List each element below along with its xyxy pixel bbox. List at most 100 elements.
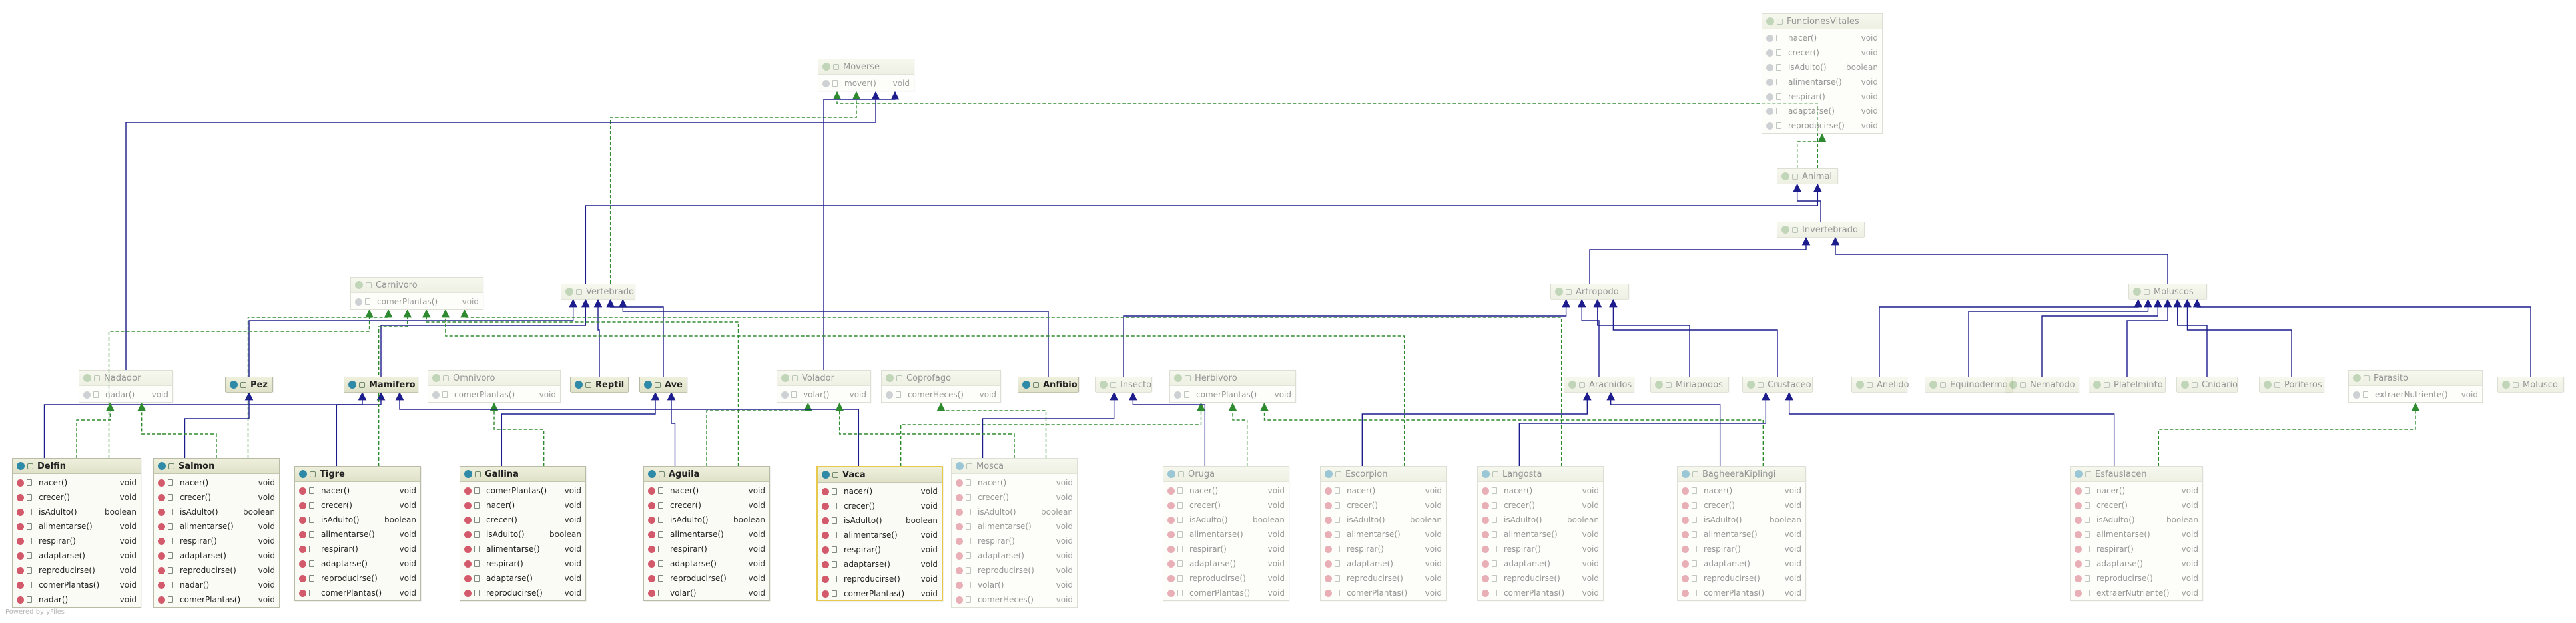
method-row[interactable]: comerPlantas()void	[154, 592, 279, 607]
method-row[interactable]: nacer()void	[1478, 483, 1603, 498]
relation-extends-equinodermo-to-moluscos[interactable]	[1968, 298, 2152, 377]
relation-implements-mosca-to-coprofago[interactable]	[936, 402, 1047, 458]
method-row[interactable]: isAdulto()boolean	[1478, 513, 1603, 527]
method-row[interactable]: adaptarse()void	[1478, 556, 1603, 571]
method-row[interactable]: alimentarse()void	[818, 528, 942, 542]
relation-extends-artropodo-to-invertebrado[interactable]	[1589, 236, 1811, 284]
relation-implements-oruga-to-herbivoro[interactable]	[1228, 402, 1248, 466]
method-row[interactable]: crecer()void	[13, 490, 141, 505]
relation-implements-gallina-to-omnivoro[interactable]	[489, 402, 545, 466]
method-row[interactable]: nacer()void	[644, 483, 769, 498]
method-row[interactable]: reproducirse()void	[1321, 571, 1446, 586]
class-node-anfibio[interactable]: Anfibio	[1018, 377, 1079, 393]
method-row[interactable]: reproducirse()void	[460, 586, 585, 600]
relation-extends-salmon-to-pez[interactable]	[184, 391, 254, 458]
method-row[interactable]: respirar()void	[154, 534, 279, 548]
class-node-mamifero[interactable]: Mamifero	[344, 377, 418, 393]
relation-extends-mamifero-to-vertebrado[interactable]	[380, 298, 590, 377]
method-row[interactable]: alimentarse()void	[644, 527, 769, 542]
relation-implements-langosta-to-carnivoro[interactable]	[460, 309, 1562, 466]
relation-implements-tigre-to-carnivoro[interactable]	[378, 309, 412, 466]
relation-extends-oruga-to-insecto[interactable]	[1129, 391, 1206, 466]
method-row[interactable]: alimentarse()void	[1678, 527, 1805, 542]
method-row[interactable]: comerHeces()void	[952, 592, 1077, 607]
method-row[interactable]: nacer()void	[1321, 483, 1446, 498]
method-row[interactable]: nacer()void	[818, 484, 942, 499]
method-row[interactable]: nadar()void	[154, 578, 279, 592]
relation-implements-mosca-to-volador[interactable]	[835, 402, 1015, 458]
relation-implements-animal-to-moverse[interactable]	[832, 91, 1819, 168]
relation-extends-insecto-to-artropodo[interactable]	[1123, 298, 1570, 377]
method-row[interactable]: crecer()void	[2071, 498, 2202, 513]
interface-node-aracnidos[interactable]: Aracnidos	[1564, 377, 1634, 393]
method-row[interactable]: isAdulto()boolean	[952, 505, 1077, 519]
relation-implements-delfin-to-nadador[interactable]	[76, 402, 115, 458]
method-row[interactable]: comerPlantas()void	[460, 483, 585, 498]
method-row[interactable]: extraerNutriente()void	[2071, 586, 2202, 600]
relation-extends-reptil-to-vertebrado[interactable]	[593, 298, 603, 377]
relation-extends-crustaceo-to-artropodo[interactable]	[1609, 298, 1778, 377]
relation-extends-poriferos-to-moluscos[interactable]	[2183, 298, 2292, 377]
method-row[interactable]: respirar()void	[2071, 542, 2202, 556]
method-row[interactable]: comerPlantas()void	[1170, 387, 1295, 402]
method-row[interactable]: nacer()void	[1762, 31, 1882, 45]
method-row[interactable]: respirar()void	[13, 534, 141, 548]
method-row[interactable]: crecer()void	[460, 513, 585, 527]
method-row[interactable]: mover()void	[818, 76, 914, 91]
method-row[interactable]: adaptarse()void	[1678, 556, 1805, 571]
method-row[interactable]: nadar()void	[79, 387, 172, 402]
method-row[interactable]: alimentarse()void	[2071, 527, 2202, 542]
method-row[interactable]: respirar()void	[1478, 542, 1603, 556]
method-row[interactable]: adaptarse()void	[818, 557, 942, 572]
method-row[interactable]: adaptarse()void	[644, 556, 769, 571]
method-row[interactable]: comerPlantas()void	[1163, 586, 1289, 600]
method-row[interactable]: crecer()void	[295, 498, 420, 513]
method-row[interactable]: alimentarse()void	[952, 519, 1077, 534]
relation-extends-moluscos-to-invertebrado[interactable]	[1831, 236, 2168, 284]
interface-node-vertebrado[interactable]: Vertebrado	[561, 284, 635, 300]
method-row[interactable]: respirar()void	[1321, 542, 1446, 556]
method-row[interactable]: crecer()void	[1678, 498, 1805, 513]
method-row[interactable]: respirar()void	[1762, 89, 1882, 104]
relation-extends-tigre-to-mamifero[interactable]	[336, 391, 386, 466]
method-row[interactable]: reproducirse()void	[818, 572, 942, 586]
relation-implements-salmon-to-nadador[interactable]	[137, 402, 217, 458]
method-row[interactable]: reproducirse()void	[13, 563, 141, 578]
method-row[interactable]: reproducirse()void	[644, 571, 769, 586]
method-row[interactable]: isAdulto()boolean	[644, 513, 769, 527]
method-row[interactable]: crecer()void	[1478, 498, 1603, 513]
interface-node-artropodo[interactable]: Artropodo	[1550, 284, 1629, 300]
method-row[interactable]: adaptarse()void	[13, 548, 141, 563]
method-row[interactable]: crecer()void	[644, 498, 769, 513]
method-row[interactable]: volar()void	[952, 578, 1077, 592]
method-row[interactable]: alimentarse()void	[1478, 527, 1603, 542]
relation-extends-invertebrado-to-animal[interactable]	[1793, 183, 1821, 222]
method-row[interactable]: comerPlantas()void	[1478, 586, 1603, 600]
method-row[interactable]: nacer()void	[154, 475, 279, 490]
interface-node-insecto[interactable]: Insecto	[1095, 377, 1152, 393]
method-row[interactable]: crecer()void	[154, 490, 279, 505]
relation-implements-delfin-to-carnivoro[interactable]	[108, 309, 374, 458]
interface-node-anelido[interactable]: Anelido	[1851, 377, 1909, 393]
method-row[interactable]: nacer()void	[2071, 483, 2202, 498]
interface-node-nematodo[interactable]: Nematodo	[2005, 377, 2079, 393]
method-row[interactable]: respirar()void	[460, 556, 585, 571]
relation-extends-molusco-to-moluscos[interactable]	[2192, 298, 2531, 377]
relation-extends-vaca-to-mamifero[interactable]	[395, 391, 860, 466]
method-row[interactable]: comerPlantas()void	[295, 586, 420, 600]
method-row[interactable]: isAdulto()boolean	[1762, 60, 1882, 75]
relation-extends-mosca-to-insecto[interactable]	[982, 391, 1118, 458]
method-row[interactable]: alimentarse()void	[460, 542, 585, 556]
